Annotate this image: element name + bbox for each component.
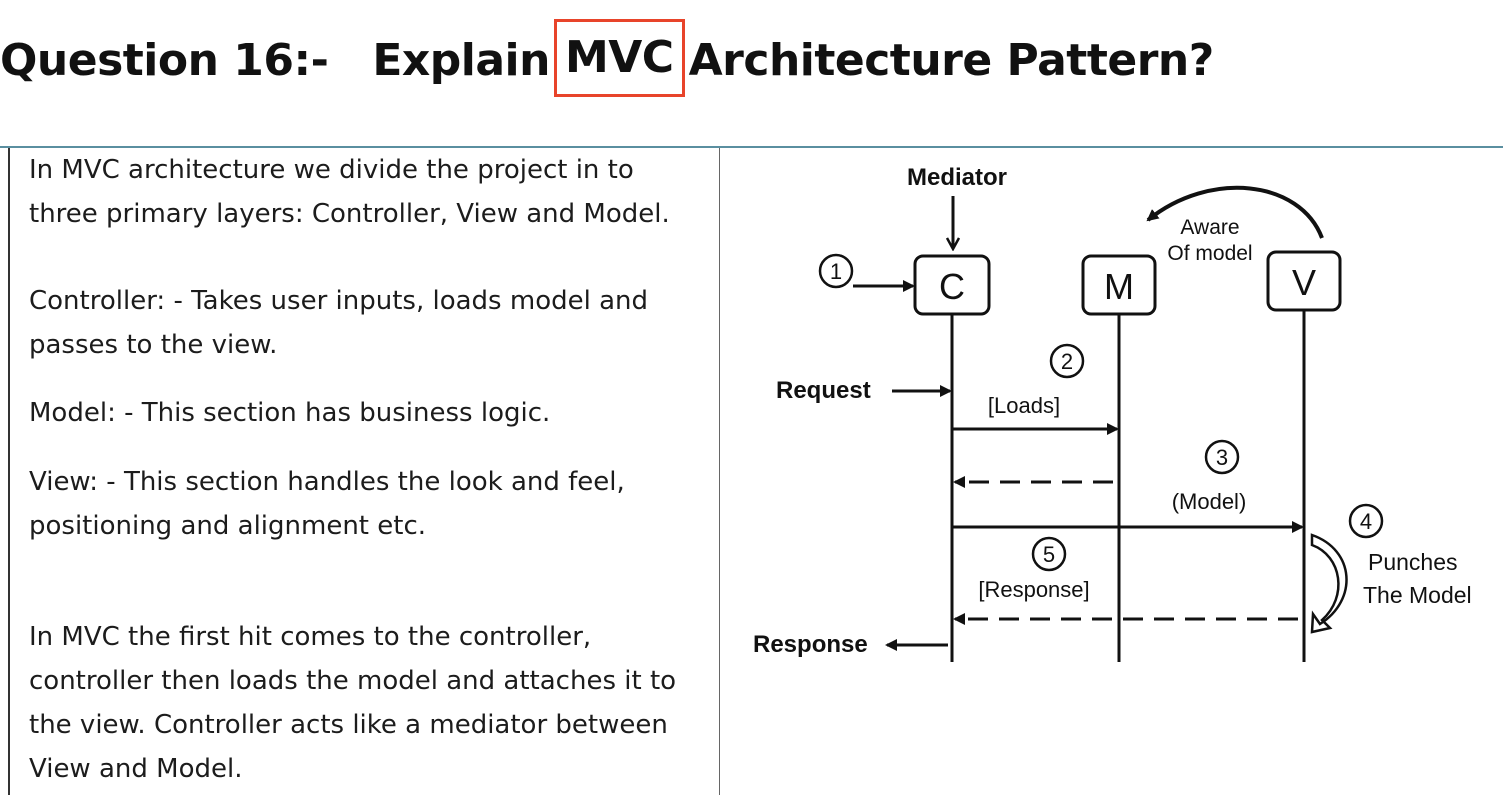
response-bracket-label: [Response] [978,577,1089,602]
title-rest: Architecture Pattern? [688,35,1215,86]
paragraph-controller: Controller: - Takes user inputs, loads m… [29,286,648,360]
paragraph-summary: In MVC the first hit comes to the contro… [29,622,677,784]
controller-node: C [913,254,991,316]
title-mvc-highlight: MVC [553,19,685,97]
model-node-label: M [1104,266,1134,307]
title-question-number: Question 16:- [0,35,329,86]
title-explain-word: Explain [372,35,550,86]
model-passed-label: (Model) [1172,489,1247,514]
step-1-circle [818,253,854,289]
paragraph-view: View: - This section handles the look an… [29,467,625,541]
aware-of-model-arrow [1146,185,1324,239]
punches-label-line2: The Model [1363,582,1472,608]
loads-label: [Loads] [988,393,1060,418]
table-left-border [8,148,10,795]
step-2-number: 2 [1061,349,1073,374]
step-5-circle [1031,536,1067,572]
punches-label-line1: Punches [1368,549,1458,575]
section-divider [0,146,1503,148]
step-3-circle [1204,439,1240,475]
step-5-number: 5 [1043,542,1055,567]
step-4-number: 4 [1360,509,1372,534]
request-label: Request [776,377,871,404]
controller-node-label: C [939,266,965,307]
mvc-sequence-diagram: Mediator C M V Aware Of model 1 Request … [753,164,1472,662]
paragraph-intro: In MVC architecture we divide the projec… [29,155,670,229]
mediator-label: Mediator [907,164,1007,191]
view-node-label: V [1292,262,1316,303]
model-node: M [1081,254,1157,316]
table-column-divider [719,148,720,795]
aware-label-line2: Of model [1167,242,1252,265]
response-label: Response [753,631,868,658]
punches-curved-arrow [1310,533,1348,634]
step-4-circle [1348,503,1384,539]
step-2-circle [1049,343,1085,379]
paragraph-model: Model: - This section has business logic… [29,398,551,428]
step-1-number: 1 [830,259,842,284]
step-3-number: 3 [1216,445,1228,470]
explanation-text-panel: In MVC architecture we divide the projec… [29,148,719,795]
aware-label-line1: Aware [1180,216,1239,239]
view-node: V [1266,250,1342,312]
